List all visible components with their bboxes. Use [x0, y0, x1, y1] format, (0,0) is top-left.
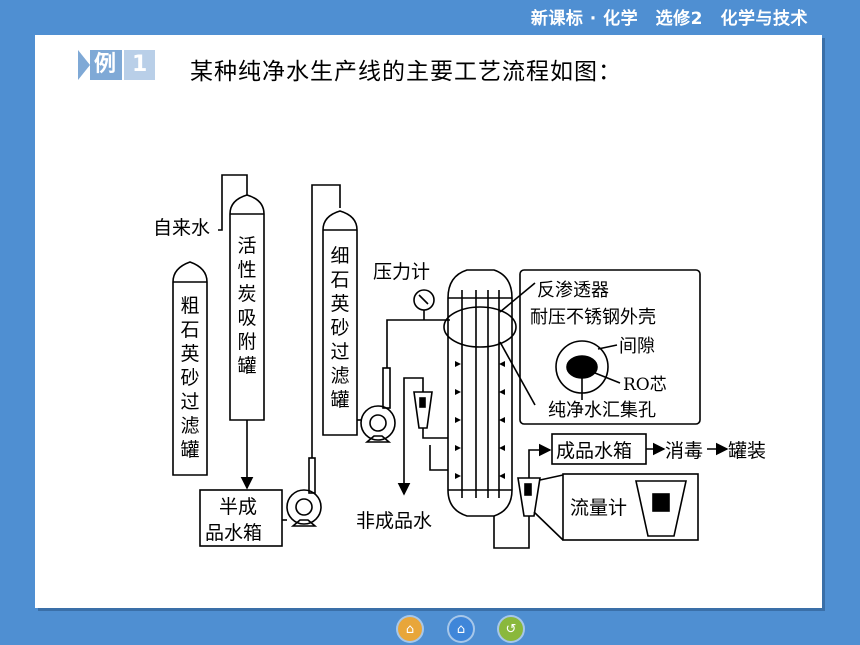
inset-core-label: RO芯 [623, 375, 667, 395]
flow-arrow-icon [499, 361, 505, 367]
flow-arrow-icon [499, 445, 505, 451]
ro-reject-pipe [429, 445, 448, 471]
flowmeter-label: 流量计 [570, 497, 627, 519]
product-tank-label: 成品水箱 [556, 440, 632, 462]
ro-to-flowmeter-pipe [493, 516, 530, 549]
carbon-tank-char: 活 [237, 235, 256, 257]
activated-carbon-tank [229, 194, 265, 421]
reverse-osmosis-vessel [443, 269, 517, 517]
flow-arrow-icon [455, 389, 461, 395]
carbon-tank-char: 性 [237, 259, 256, 281]
fine-filter-char: 石 [330, 269, 349, 291]
coarse-filter-char: 英 [180, 343, 199, 365]
coarse-filter-char: 粗 [180, 295, 199, 317]
flowmeter-inset [562, 473, 699, 541]
inset-shell-label: 耐压不锈钢外壳 [530, 307, 656, 328]
zoom-line-top [499, 282, 536, 313]
gap-pointer [597, 344, 618, 350]
flow-arrow-icon [499, 389, 505, 395]
zoom-line-bottom [499, 341, 536, 406]
pressure-gauge-icon [413, 289, 435, 320]
tag-arrow-icon [78, 50, 90, 80]
disinfect-label: 消毒 [665, 440, 703, 462]
flow-tube-1-icon [413, 391, 433, 429]
flow-arrow-icon [455, 445, 461, 451]
ro-detail-inset [519, 269, 701, 425]
ro-flow-arrows [455, 361, 505, 479]
carbon-tank-char: 罐 [237, 355, 256, 377]
carbon-tank-char: 附 [237, 331, 256, 353]
core-pointer [589, 370, 621, 384]
fine-filter-char: 英 [330, 293, 349, 315]
carbon-tank-char: 炭 [237, 283, 256, 305]
flow-arrow-icon [499, 417, 505, 423]
flow-tube-2-icon [517, 477, 541, 517]
fine-filter-char: 罐 [330, 389, 349, 411]
flowmeter-icon [635, 480, 687, 537]
flow-arrow-icon [455, 417, 461, 423]
house-icon[interactable]: ⌂ [449, 617, 473, 641]
half-product-tank [199, 489, 283, 547]
non-product-water-label: 非成品水 [356, 510, 432, 532]
flowmeter-zoom-top [539, 474, 564, 481]
question-text: 某种纯净水生产线的主要工艺流程如图： [190, 59, 622, 85]
non-product-pipe [422, 428, 448, 439]
example-tag: 例 1 [78, 50, 156, 80]
canning-label: 罐装 [728, 440, 766, 462]
fine-filter-char: 砂 [330, 317, 349, 339]
home-icon[interactable]: ⌂ [398, 617, 422, 641]
course-title: 新课标 · 化学 选修2 化学与技术 [530, 9, 808, 29]
coarse-sand-filter-tank [172, 261, 208, 476]
pump1-to-fine-filter-pipe [311, 184, 341, 458]
pump-2-icon [360, 367, 396, 443]
pressure-gauge-label: 压力计 [373, 261, 430, 283]
inset-gap-label: 间隙 [619, 336, 655, 357]
flowmeter-zoom-bottom [533, 511, 564, 541]
fine-filter-char: 过 [330, 341, 349, 363]
return-icon[interactable]: ↺ [499, 617, 523, 641]
inset-hole-label: 纯净水汇集孔 [548, 400, 656, 421]
pump2-to-ro-pipe [386, 319, 450, 368]
flow-arrow-icon [455, 361, 461, 367]
coarse-filter-char: 石 [180, 319, 199, 341]
coarse-filter-char: 过 [180, 391, 199, 413]
flow-arrow-icon [499, 473, 505, 479]
pump-1-icon [286, 457, 322, 527]
tap-water-label: 自来水 [153, 217, 210, 239]
half-product-line-2: 品水箱 [205, 522, 262, 544]
example-tag-number: 1 [124, 50, 156, 80]
flow-arrow-icon [455, 473, 461, 479]
example-tag-label: 例 [90, 50, 123, 80]
fine-filter-char: 细 [330, 245, 349, 267]
tap-water-pipe [218, 174, 248, 231]
fine-filter-char: 滤 [330, 365, 349, 387]
non-product-outlet [397, 377, 424, 496]
slide-panel [35, 35, 822, 608]
coarse-filter-char: 砂 [180, 367, 199, 389]
carbon-tank-char: 吸 [237, 307, 256, 329]
flowmeter-to-product-pipe [528, 443, 552, 478]
inset-title: 反渗透器 [537, 280, 609, 301]
coarse-filter-char: 罐 [180, 439, 199, 461]
half-product-line-1: 半成 [219, 496, 257, 518]
fine-sand-filter-tank [322, 210, 358, 436]
coarse-filter-char: 滤 [180, 415, 199, 437]
